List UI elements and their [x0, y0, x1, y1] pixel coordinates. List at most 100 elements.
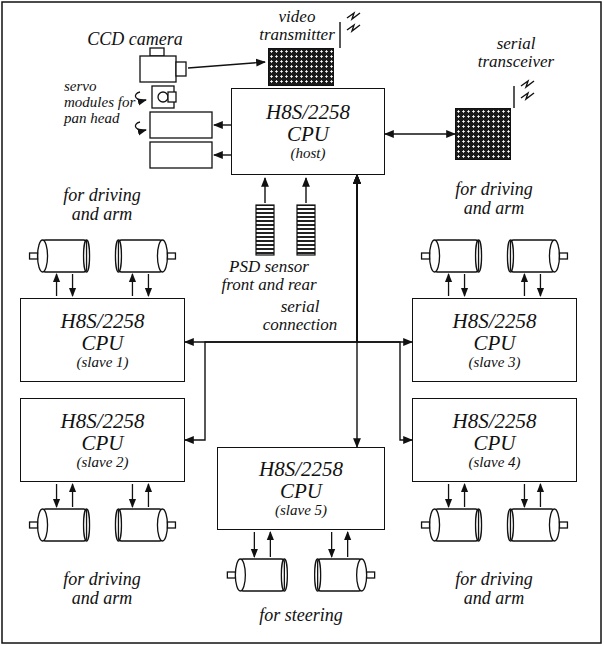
cpu-text: H8S/2258 [61, 310, 145, 332]
annotation-label: PSD sensor front and rear [214, 258, 324, 294]
radio-module: video transmitter [268, 48, 334, 86]
annotation-label: servo modules for pan head [64, 78, 148, 126]
motor-shaft [422, 522, 430, 528]
motor-shaft [167, 522, 175, 528]
motor-shaft [422, 253, 430, 259]
serial-connector [385, 133, 455, 134]
cpu-text: CPU [82, 432, 124, 454]
motor-cap [38, 240, 48, 272]
cpu-text: CPU [280, 480, 322, 502]
motor-cap [38, 509, 48, 541]
motor-cap [157, 509, 167, 541]
motor-cap [315, 559, 321, 591]
motor-cap [157, 240, 167, 272]
signal-arrow [254, 532, 255, 557]
motor-shaft [167, 253, 175, 259]
motor-cap [507, 509, 513, 541]
radio-module: serial transceiver [455, 108, 511, 160]
motor-shaft [227, 572, 235, 578]
motor-body [43, 509, 87, 541]
cpu-text: CPU [287, 123, 329, 145]
motor-symbol [422, 509, 482, 541]
signal-arrow [132, 274, 133, 296]
signal-arrow [524, 484, 525, 507]
signal-arrow [270, 532, 271, 557]
motor-cap [84, 509, 90, 541]
cpu-text: (slave 4) [468, 454, 520, 471]
signal-arrow [448, 274, 449, 296]
motor-cap [357, 559, 367, 591]
signal-arrow [331, 532, 332, 557]
motor-cap [549, 240, 559, 272]
psd-sensor [256, 205, 315, 255]
annotation-label: CCD camera [80, 30, 190, 49]
motor-cap [476, 509, 482, 541]
motor-symbol [115, 509, 175, 541]
cpu-box: H8S/2258CPU(slave 1) [20, 298, 185, 382]
motor-shaft [367, 572, 375, 578]
cpu-text: (host) [291, 145, 326, 162]
motor-body [118, 240, 162, 272]
cpu-text: (slave 3) [468, 354, 520, 371]
motor-symbol [30, 240, 90, 272]
motor-symbol [30, 509, 90, 541]
ccd-camera [140, 48, 186, 108]
signal-arrow [464, 484, 465, 507]
cpu-text: H8S/2258 [453, 410, 537, 432]
motor-shaft [559, 253, 567, 259]
signal-arrow [72, 484, 73, 507]
motor-symbol [422, 240, 482, 272]
motor-body [118, 509, 162, 541]
motor-cap [281, 559, 287, 591]
cpu-text: H8S/2258 [61, 410, 145, 432]
annotation-label: for driving and arm [444, 180, 544, 218]
motor-shaft [559, 522, 567, 528]
signal-arrow [464, 274, 465, 296]
annotation-label: for driving and arm [444, 570, 544, 608]
cpu-text: CPU [474, 332, 516, 354]
serial-connector [185, 175, 357, 342]
motor-cap [84, 240, 90, 272]
annotation-label: for driving and arm [52, 570, 152, 608]
motor-body [510, 509, 554, 541]
motor-cap [235, 559, 245, 591]
annotation-label: for steering [226, 606, 376, 625]
cpu-text: H8S/2258 [259, 458, 343, 480]
signal-arrow [448, 484, 449, 507]
motor-body [43, 240, 87, 272]
motor-cap [430, 509, 440, 541]
cpu-box: H8S/2258CPU(slave 2) [20, 398, 185, 482]
signal-arrow [540, 274, 541, 296]
signal-arrow [72, 274, 73, 296]
signal-arrow [540, 484, 541, 507]
motor-cap [115, 509, 121, 541]
annotation-label: serial connection [250, 298, 350, 334]
motor-cap [507, 240, 513, 272]
module-heading: video transmitter [247, 8, 347, 44]
motor-body [510, 240, 554, 272]
motor-symbol [315, 559, 375, 591]
motor-cap [549, 509, 559, 541]
cpu-text: (slave 5) [275, 502, 327, 519]
motor-body [435, 509, 479, 541]
motor-cap [115, 240, 121, 272]
motor-symbol [115, 240, 175, 272]
annotation-label: for driving and arm [52, 186, 152, 224]
motor-symbol [227, 559, 287, 591]
signal-arrow [132, 484, 133, 507]
motor-cap [476, 240, 482, 272]
cpu-text: (slave 2) [76, 454, 128, 471]
cpu-box: H8S/2258CPU(host) [231, 88, 385, 175]
servo-module [135, 92, 212, 168]
motor-body [435, 240, 479, 272]
serial-connector [357, 175, 412, 440]
cpu-text: CPU [474, 432, 516, 454]
motor-shaft [30, 253, 38, 259]
signal-arrow [56, 484, 57, 507]
serial-connector [185, 175, 357, 440]
cpu-text: H8S/2258 [453, 310, 537, 332]
signal-arrow [524, 274, 525, 296]
cpu-box: H8S/2258CPU(slave 3) [412, 298, 577, 382]
cpu-text: (slave 1) [76, 354, 128, 371]
